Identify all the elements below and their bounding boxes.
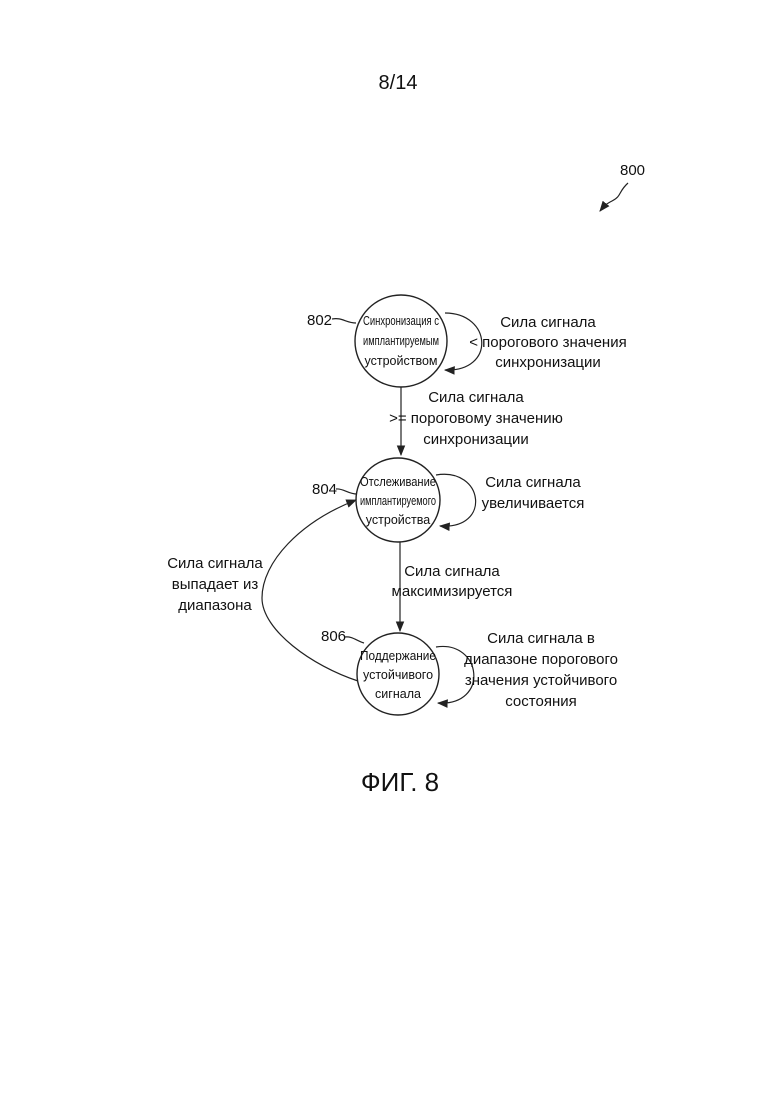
- track-to-maintain-label-1: Сила сигнала: [404, 563, 500, 580]
- maintain-to-track-arrow: [262, 500, 358, 681]
- maintain-to-track-label-3: диапазона: [178, 597, 252, 614]
- sync-to-track-label-3: синхронизации: [423, 431, 529, 448]
- track-self-loop: [436, 474, 476, 526]
- diagram-reference-arrow: [600, 183, 628, 211]
- state-track-ref-leader: [336, 489, 357, 494]
- maintain-to-track-label-2: выпадает из: [172, 576, 259, 593]
- state-sync-ref-leader: [332, 319, 356, 323]
- state-track-line-3: устройства: [366, 513, 430, 527]
- state-track-line-1: Отслеживание: [360, 475, 436, 489]
- maintain-self-loop-label-3: значения устойчивого: [465, 672, 617, 689]
- state-sync-ref: 802: [307, 312, 332, 329]
- state-maintain-line-3: сигнала: [375, 687, 421, 701]
- track-self-loop-label-2: увеличивается: [482, 495, 585, 512]
- state-maintain-line-1: Поддержание: [360, 649, 436, 663]
- figure-label: ФИГ. 8: [361, 767, 439, 797]
- state-maintain-ref: 806: [321, 628, 346, 645]
- sync-self-loop-label-1: Сила сигнала: [500, 314, 596, 331]
- sync-to-track-label-1: Сила сигнала: [428, 389, 524, 406]
- state-maintain-line-2: устойчивого: [363, 668, 433, 682]
- sync-self-loop-label-3: синхронизации: [495, 354, 601, 371]
- state-track-ref: 804: [312, 481, 337, 498]
- track-self-loop-label-1: Сила сигнала: [485, 474, 581, 491]
- maintain-self-loop-label-1: Сила сигнала в: [487, 630, 595, 647]
- maintain-to-track-label-1: Сила сигнала: [167, 555, 263, 572]
- sync-self-loop-label-2: < порогового значения: [469, 334, 626, 351]
- maintain-self-loop-label-2: диапазоне порогового: [464, 651, 618, 668]
- state-sync-line-3: устройством: [365, 354, 438, 368]
- sync-to-track-label-2: >= пороговому значению: [389, 410, 563, 427]
- state-sync-line-1: Синхронизация с: [363, 314, 439, 328]
- maintain-self-loop-label-4: состояния: [505, 693, 576, 710]
- state-sync-line-2: имплантируемым: [363, 334, 439, 348]
- track-to-maintain-label-2: максимизируется: [392, 583, 513, 600]
- state-maintain-ref-leader: [345, 637, 364, 643]
- page-number: 8/14: [379, 72, 418, 94]
- diagram-reference-number: 800: [620, 162, 645, 179]
- state-track-line-2: имплантируемого: [360, 494, 436, 508]
